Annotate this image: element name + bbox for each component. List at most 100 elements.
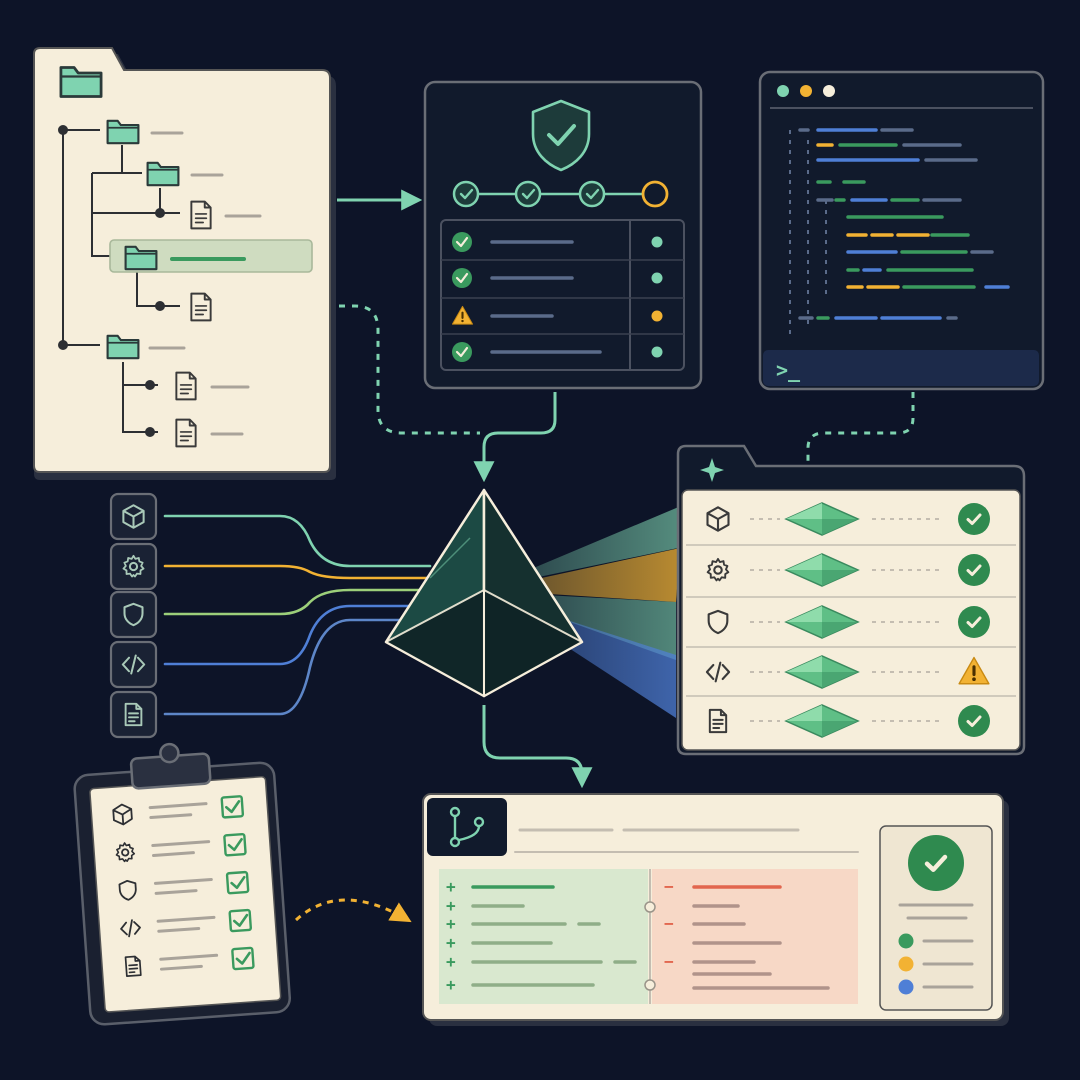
sparkle-icon	[700, 458, 724, 482]
terminal-prompt: >_	[776, 358, 801, 382]
removed-symbol: −	[664, 952, 674, 971]
diff-added-pane	[439, 869, 648, 1004]
checklist-item[interactable]	[111, 795, 245, 827]
legend-item	[898, 933, 974, 949]
added-symbol: +	[446, 896, 456, 915]
result-row[interactable]	[686, 646, 1016, 689]
folder-icon	[146, 161, 180, 187]
input-line	[163, 618, 432, 716]
added-symbol: +	[446, 877, 456, 896]
input-tile[interactable]	[109, 542, 158, 591]
diff-removed-pane	[652, 869, 858, 1004]
tree-item[interactable]	[190, 200, 262, 230]
check-circle-icon	[958, 554, 990, 586]
checkbox[interactable]	[223, 833, 247, 857]
tree-item[interactable]	[124, 245, 246, 271]
validation-row[interactable]	[441, 259, 684, 288]
diff-panel: ++++++−−−	[422, 793, 1009, 1026]
checkbox[interactable]	[231, 946, 255, 971]
shield-check-icon	[531, 99, 591, 172]
check-circle-icon	[452, 342, 472, 362]
input-line	[163, 514, 432, 568]
gem-icon	[784, 553, 860, 587]
validation-row[interactable]	[441, 297, 684, 326]
tree-item[interactable]	[146, 161, 224, 187]
check-circle-icon	[958, 606, 990, 638]
check-circle-icon	[452, 232, 472, 252]
tree-item[interactable]	[106, 334, 186, 360]
input-tile[interactable]	[109, 640, 158, 689]
added-symbol: +	[446, 975, 456, 994]
root-folder-icon	[59, 66, 103, 98]
file-icon	[190, 292, 212, 322]
result-row[interactable]	[706, 502, 991, 536]
folder-icon	[124, 245, 158, 271]
input-tile[interactable]	[109, 590, 158, 639]
checkbox[interactable]	[220, 795, 245, 819]
file-icon	[190, 200, 212, 230]
gem-icon	[784, 502, 860, 536]
checkbox[interactable]	[225, 870, 250, 895]
file-tree-panel	[33, 47, 336, 480]
arrow-validation-to-prism	[473, 392, 557, 483]
tree-item[interactable]	[190, 292, 212, 322]
window-dot[interactable]	[800, 85, 812, 97]
result-row[interactable]	[686, 596, 1016, 639]
file-icon	[175, 371, 197, 401]
validation-row[interactable]	[441, 333, 684, 362]
tree-item-selected-highlight[interactable]	[109, 239, 313, 273]
input-lines	[163, 514, 432, 716]
progress-step	[578, 180, 606, 208]
input-line	[163, 604, 432, 666]
tree-item[interactable]	[175, 371, 250, 401]
result-row[interactable]	[686, 695, 1016, 738]
checklist-item[interactable]	[118, 870, 250, 902]
terminal-prompt-bar[interactable]	[763, 350, 1039, 386]
gem-icon	[784, 655, 860, 689]
legend-dot	[898, 933, 914, 949]
folder-icon	[106, 334, 140, 360]
input-tile[interactable]	[109, 492, 158, 541]
dashed-checklist-to-diff	[294, 898, 412, 923]
gem-icon	[784, 704, 860, 738]
legend-item	[898, 956, 974, 972]
git-branch-icon	[449, 806, 485, 848]
dashed-terminal-to-results	[806, 392, 915, 462]
input-icons	[109, 492, 158, 739]
checklist-item[interactable]	[119, 908, 252, 939]
removed-symbol: −	[664, 877, 674, 896]
window-dot[interactable]	[823, 85, 835, 97]
legend-dot	[898, 979, 914, 995]
check-circle-icon	[958, 705, 990, 737]
folder-icon	[106, 119, 140, 145]
validation-panel	[423, 80, 703, 390]
checklist-item[interactable]	[124, 946, 255, 977]
tree-item[interactable]	[175, 418, 244, 448]
results-panel	[676, 444, 1026, 756]
window-dot[interactable]	[777, 85, 789, 97]
tree-item[interactable]	[106, 119, 184, 145]
status-dot	[651, 272, 663, 284]
connectors	[222, 189, 915, 923]
progress-step	[514, 180, 542, 208]
prism-icon	[384, 488, 584, 698]
validation-row[interactable]	[452, 232, 663, 252]
file-icon	[175, 418, 197, 448]
diff-header-tile[interactable]	[427, 798, 507, 856]
added-symbol: +	[446, 914, 456, 933]
progress-step	[641, 180, 669, 208]
input-tile[interactable]	[109, 690, 158, 739]
added-symbol: +	[446, 933, 456, 952]
legend-dot	[898, 956, 914, 972]
checkbox[interactable]	[228, 908, 252, 933]
checklist-item[interactable]	[114, 833, 247, 863]
input-line	[163, 564, 432, 580]
checklist-clipboard	[73, 742, 292, 1026]
result-row[interactable]	[686, 544, 1016, 587]
added-symbol: +	[446, 952, 456, 971]
progress-step	[452, 180, 480, 208]
terminal-panel: >_	[758, 70, 1045, 391]
arrow-prism-to-diff	[482, 705, 593, 789]
approved-check-icon	[908, 835, 964, 891]
